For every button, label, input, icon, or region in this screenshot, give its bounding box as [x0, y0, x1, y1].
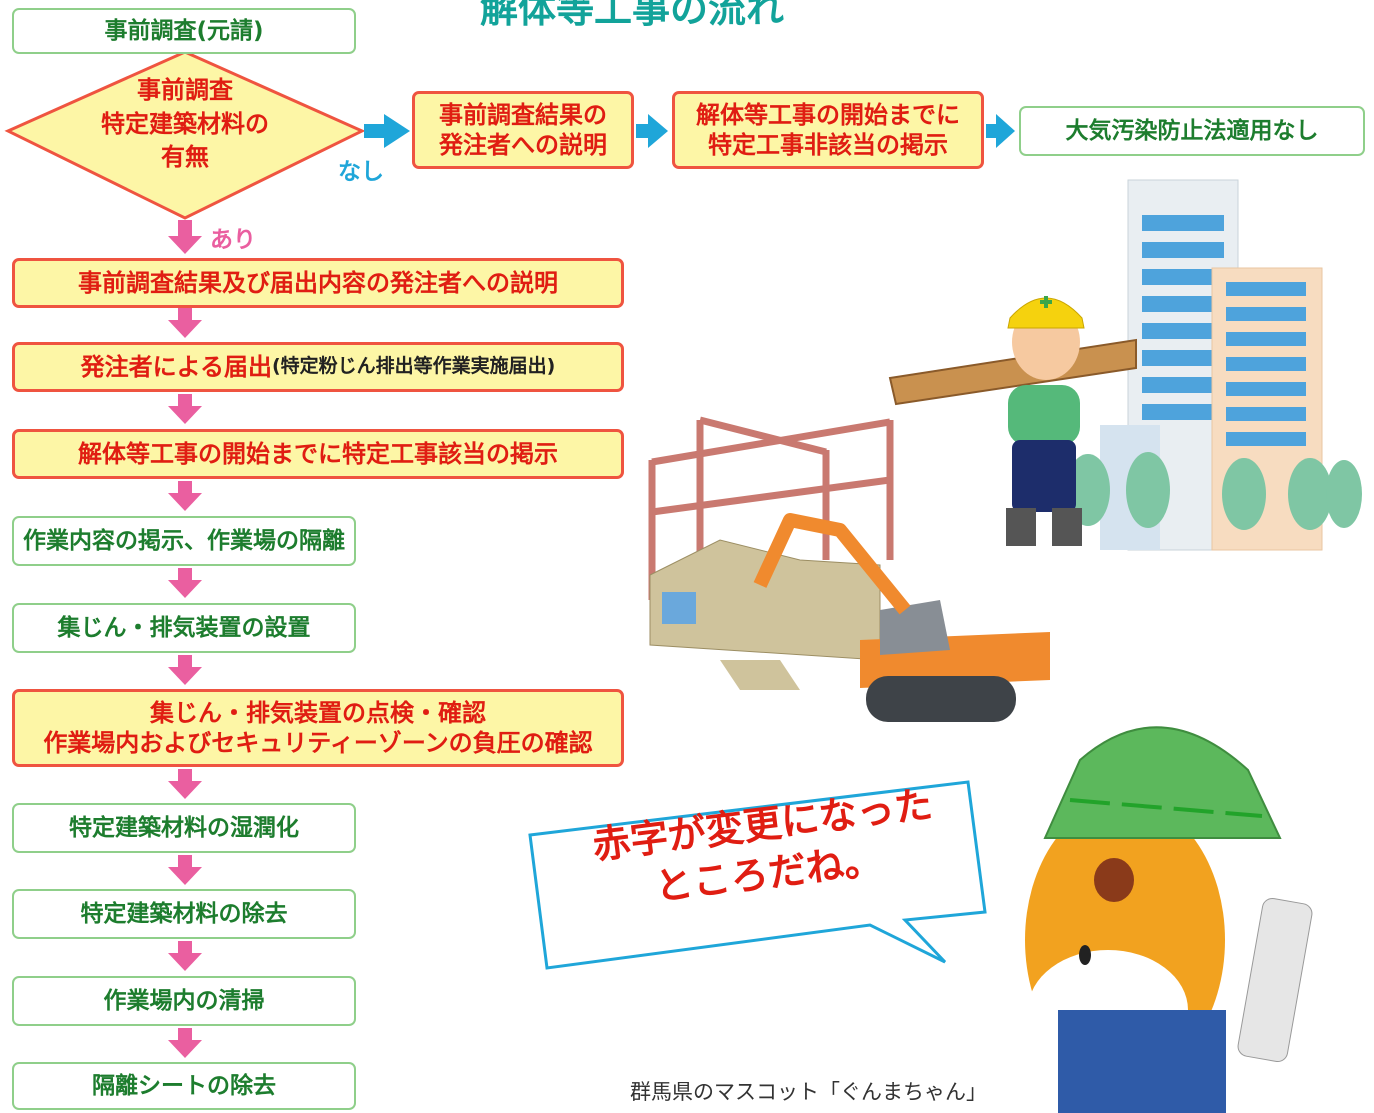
arrow-down-icon	[168, 941, 202, 971]
arrow-down-icon	[168, 655, 202, 685]
decision-line: 有無	[161, 143, 209, 172]
box-line: 解体等工事の開始までに	[696, 101, 960, 129]
none-step-explain: 事前調査結果の 発注者への説明	[412, 91, 634, 169]
arrow-down-icon	[168, 1028, 202, 1058]
branch-none-label: なし	[338, 159, 384, 185]
arrow-down-icon	[168, 855, 202, 885]
step-sublabel: (特定粉じん排出等作業実施届出)	[271, 355, 556, 378]
worker-illustration	[888, 296, 1137, 546]
arrow-right-icon	[364, 114, 410, 148]
branch-yes-label: あり	[210, 227, 256, 253]
arrow-down-icon	[168, 769, 202, 799]
step-label: 作業内容の掲示、作業場の隔離	[23, 527, 345, 554]
step-inspect-equipment: 集じん・排気装置の点検・確認 作業場内およびセキュリティーゾーンの負圧の確認	[12, 689, 624, 767]
page-title: 解体等工事の流れ	[480, 0, 785, 31]
arrow-down-icon	[168, 308, 202, 338]
none-step-post: 解体等工事の開始までに 特定工事非該当の掲示	[672, 91, 984, 169]
step-label: 集じん・排気装置の設置	[57, 614, 311, 641]
arrow-down-icon	[168, 568, 202, 598]
step-label: 発注者による届出	[80, 353, 272, 381]
arrow-right-icon	[986, 114, 1015, 148]
arrow-down-icon	[168, 394, 202, 424]
step-label: 隔離シートの除去	[92, 1072, 276, 1099]
step-label: 解体等工事の開始までに特定工事該当の掲示	[78, 440, 558, 468]
arrow-down-icon	[168, 220, 202, 254]
mascot-caption: 群馬県のマスコット「ぐんまちゃん」	[630, 1080, 987, 1104]
step-install-equipment: 集じん・排気装置の設置	[12, 603, 356, 653]
step-remove-material: 特定建築材料の除去	[12, 889, 356, 939]
step-label: 作業場内の清掃	[103, 987, 265, 1014]
none-end-result: 大気汚染防止法適用なし	[1019, 106, 1365, 156]
step-label: 事前調査結果及び届出内容の発注者への説明	[78, 269, 558, 297]
step-clean-workplace: 作業場内の清掃	[12, 976, 356, 1026]
box-line: 作業場内およびセキュリティーゾーンの負圧の確認	[43, 729, 593, 757]
decision-label: 事前調査 特定建築材料の 有無	[60, 74, 310, 175]
decision-diamond	[4, 50, 366, 220]
speech-bubble	[528, 780, 987, 970]
step-post-notice: 解体等工事の開始までに特定工事該当の掲示	[12, 429, 624, 479]
step-wet-material: 特定建築材料の湿潤化	[12, 803, 356, 853]
demolition-site-illustration	[648, 416, 1050, 722]
step-preliminary-survey: 事前調査(元請)	[12, 8, 356, 54]
box-line: 事前調査結果の	[439, 101, 607, 129]
box-line: 集じん・排気装置の点検・確認	[150, 699, 486, 727]
step-remove-sheet: 隔離シートの除去	[12, 1062, 356, 1110]
step-client-notification: 発注者による届出(特定粉じん排出等作業実施届出)	[12, 342, 624, 392]
mascot-illustration	[1025, 726, 1313, 1113]
step-label: 大気汚染防止法適用なし	[1065, 117, 1319, 144]
decision-line: 特定建築材料の	[101, 109, 269, 138]
step-label: 事前調査(元請)	[104, 17, 264, 44]
step-isolate-workplace: 作業内容の掲示、作業場の隔離	[12, 516, 356, 566]
box-line: 発注者への説明	[439, 131, 607, 159]
step-explain-to-client: 事前調査結果及び届出内容の発注者への説明	[12, 258, 624, 308]
arrow-down-icon	[168, 481, 202, 511]
box-line: 特定工事非該当の掲示	[708, 131, 948, 159]
arrow-right-icon	[636, 114, 668, 148]
step-label: 特定建築材料の湿潤化	[69, 814, 299, 841]
step-label: 特定建築材料の除去	[80, 900, 288, 927]
decision-line: 事前調査	[137, 76, 233, 104]
